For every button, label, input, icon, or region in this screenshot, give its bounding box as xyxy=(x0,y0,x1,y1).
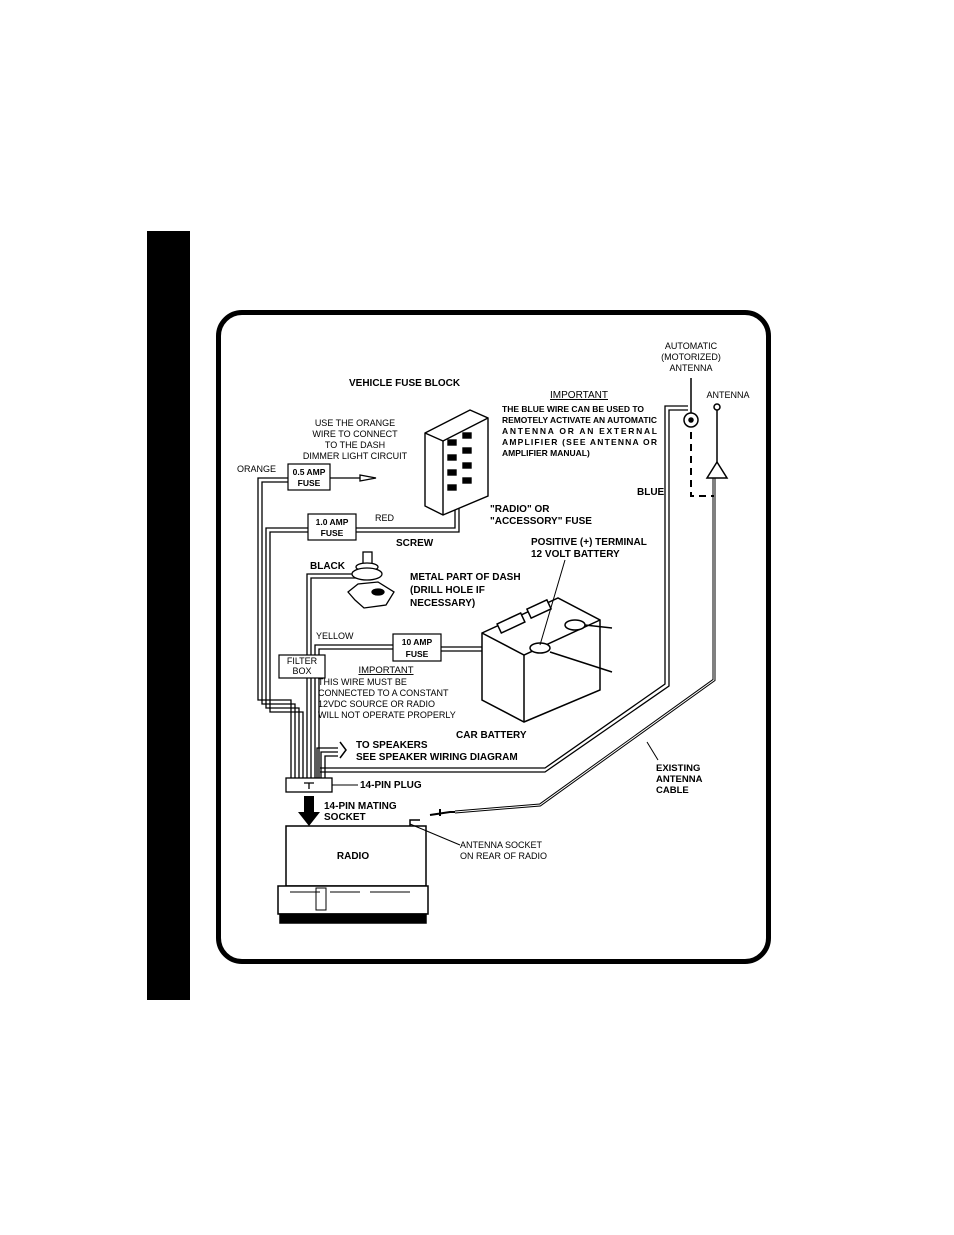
plug-symbol xyxy=(304,782,314,789)
important-2-line4: WILL NOT OPERATE PROPERLY xyxy=(318,710,456,720)
fuse-block xyxy=(424,409,489,516)
existing-cable-pointer xyxy=(646,741,659,761)
yellow-wire-label: YELLOW xyxy=(316,631,354,641)
plug-arrow-down-icon xyxy=(298,796,320,826)
harness-wire-red-2 xyxy=(269,531,308,778)
antenna-dashed-link xyxy=(690,432,714,497)
antenna-label: ANTENNA xyxy=(706,390,749,400)
car-battery-label: CAR BATTERY xyxy=(456,730,527,741)
screw-label: SCREW xyxy=(396,538,434,549)
antenna-plug xyxy=(429,809,455,816)
important-1-title: IMPORTANT xyxy=(550,390,608,401)
orange-note-4: DIMMER LIGHT CIRCUIT xyxy=(303,451,408,461)
existing-cable-label-3: CABLE xyxy=(656,785,689,796)
existing-cable-label-2: ANTENNA xyxy=(656,774,703,785)
mating-socket-label-1: 14-PIN MATING xyxy=(324,801,397,812)
fuse-10amp-label-2: FUSE xyxy=(406,649,429,659)
blue-wire-label: BLUE xyxy=(637,487,665,498)
existing-cable-label-1: EXISTING xyxy=(656,763,700,774)
to-speakers-label-1: TO SPEAKERS xyxy=(356,740,428,751)
metal-dash-label-1: METAL PART OF DASH xyxy=(410,572,521,583)
vehicle-fuse-block-label: VEHICLE FUSE BLOCK xyxy=(349,378,461,389)
fuse-10amp xyxy=(392,633,442,662)
orange-note-1: USE THE ORANGE xyxy=(315,418,395,428)
important-2-line2: CONNECTED TO A CONSTANT xyxy=(318,688,449,698)
fuse-1.0amp xyxy=(307,513,357,541)
harness-wire-yellow-2 xyxy=(318,648,393,778)
black-wire-label: BLACK xyxy=(310,561,346,572)
red-wire-label: RED xyxy=(375,513,395,523)
radio-fuse-label-2: "ACCESSORY" FUSE xyxy=(490,516,592,527)
important-1-line5: AMPLIFIER MANUAL) xyxy=(502,448,590,458)
speakers-bracket xyxy=(339,741,347,759)
fuse-05-label-2: FUSE xyxy=(298,478,321,488)
important-1-line2: REMOTELY ACTIVATE AN AUTOMATIC xyxy=(502,415,657,425)
fixed-antenna xyxy=(705,403,729,479)
fuse-10-label-1: 1.0 AMP xyxy=(316,517,349,527)
harness-wire-black-2 xyxy=(310,577,360,778)
harness-wire-orange xyxy=(257,477,292,778)
important-2-line1: THIS WIRE MUST BE xyxy=(318,677,407,687)
radio-fuse-label-1: "RADIO" OR xyxy=(490,504,550,515)
important-1-line3: ANTENNA OR AN EXTERNAL xyxy=(502,426,657,436)
antenna-cable-inner xyxy=(454,478,715,813)
metal-dash-label-3: NECESSARY) xyxy=(410,598,475,609)
wire-blue-2 xyxy=(320,405,688,769)
radio-unit xyxy=(277,819,429,924)
fuse-05-label-1: 0.5 AMP xyxy=(293,467,326,477)
car-battery xyxy=(481,597,613,723)
fuse-10amp-label-1: 10 AMP xyxy=(402,637,433,647)
orange-note-2: WIRE TO CONNECT xyxy=(312,429,398,439)
harness-wire-red xyxy=(265,527,308,778)
important-1-line1: THE BLUE WIRE CAN BE USED TO xyxy=(502,404,644,414)
antenna-socket-pointer xyxy=(409,823,461,846)
antenna-socket-label-1: ANTENNA SOCKET xyxy=(460,840,543,850)
wire-blue xyxy=(320,409,688,773)
harness-wire-black xyxy=(306,573,360,778)
to-speakers-label-2: SEE SPEAKER WIRING DIAGRAM xyxy=(356,752,518,763)
screw-assembly xyxy=(347,551,395,609)
orange-note-3: TO THE DASH xyxy=(325,440,385,450)
harness-wire-orange-2 xyxy=(261,481,296,778)
harness-wire-yellow xyxy=(314,644,393,778)
positive-terminal-label-1: POSITIVE (+) TERMINAL xyxy=(531,537,647,548)
side-tab-bar xyxy=(147,231,190,1000)
motorized-antenna xyxy=(683,378,699,428)
antenna-socket-label-2: ON REAR OF RADIO xyxy=(460,851,547,861)
filter-box-label-1: FILTER xyxy=(287,656,318,666)
positive-terminal-pointer xyxy=(539,559,566,646)
mating-socket-label-2: SOCKET xyxy=(324,812,366,823)
auto-antenna-label-1: AUTOMATIC xyxy=(665,341,718,351)
auto-antenna-label-3: ANTENNA xyxy=(669,363,712,373)
important-2-line3: 12VDC SOURCE OR RADIO xyxy=(318,699,435,709)
filter-box xyxy=(278,654,326,679)
fuse-0.5amp xyxy=(287,463,331,491)
radio-label: RADIO xyxy=(337,851,369,862)
important-1-line4: AMPLIFIER (SEE ANTENNA OR xyxy=(502,437,657,447)
important-2-title: IMPORTANT xyxy=(358,665,413,676)
filter-box-label-2: BOX xyxy=(292,666,311,676)
positive-terminal-label-2: 12 VOLT BATTERY xyxy=(531,549,620,560)
auto-antenna-label-2: (MOTORIZED) xyxy=(661,352,721,362)
orange-wire-label: ORANGE xyxy=(237,464,276,474)
wire-red-to-fuseblock-2 xyxy=(356,500,460,533)
metal-dash-label-2: (DRILL HOLE IF xyxy=(410,585,485,596)
fuse-10-label-2: FUSE xyxy=(321,528,344,538)
dimmer-probe xyxy=(359,474,377,482)
speaker-wires xyxy=(316,747,338,778)
14-pin-plug-label: 14-PIN PLUG xyxy=(360,780,422,791)
